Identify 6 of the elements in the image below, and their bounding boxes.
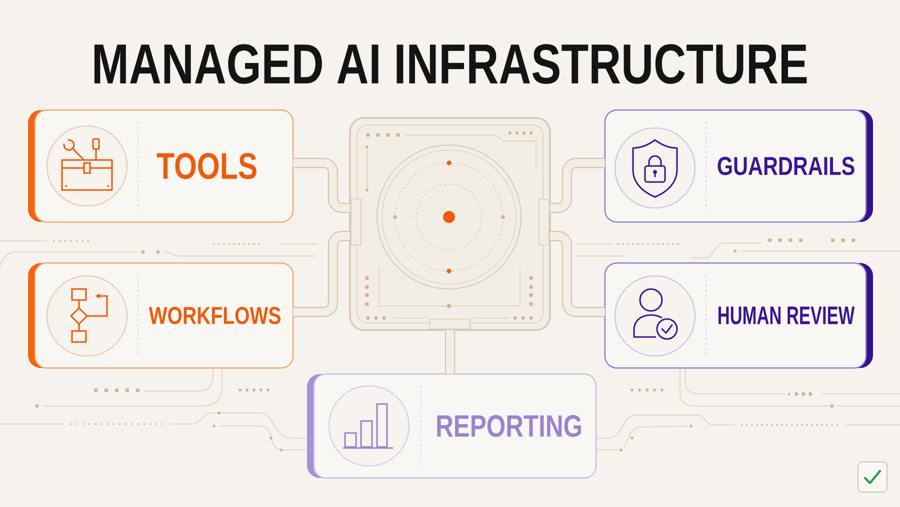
pipe xyxy=(550,158,605,214)
pipe xyxy=(444,330,456,374)
title: MANAGED AI INFRASTRUCTURE xyxy=(94,44,807,84)
pipe xyxy=(550,230,605,318)
pipe xyxy=(293,230,350,318)
pipe xyxy=(293,158,350,214)
